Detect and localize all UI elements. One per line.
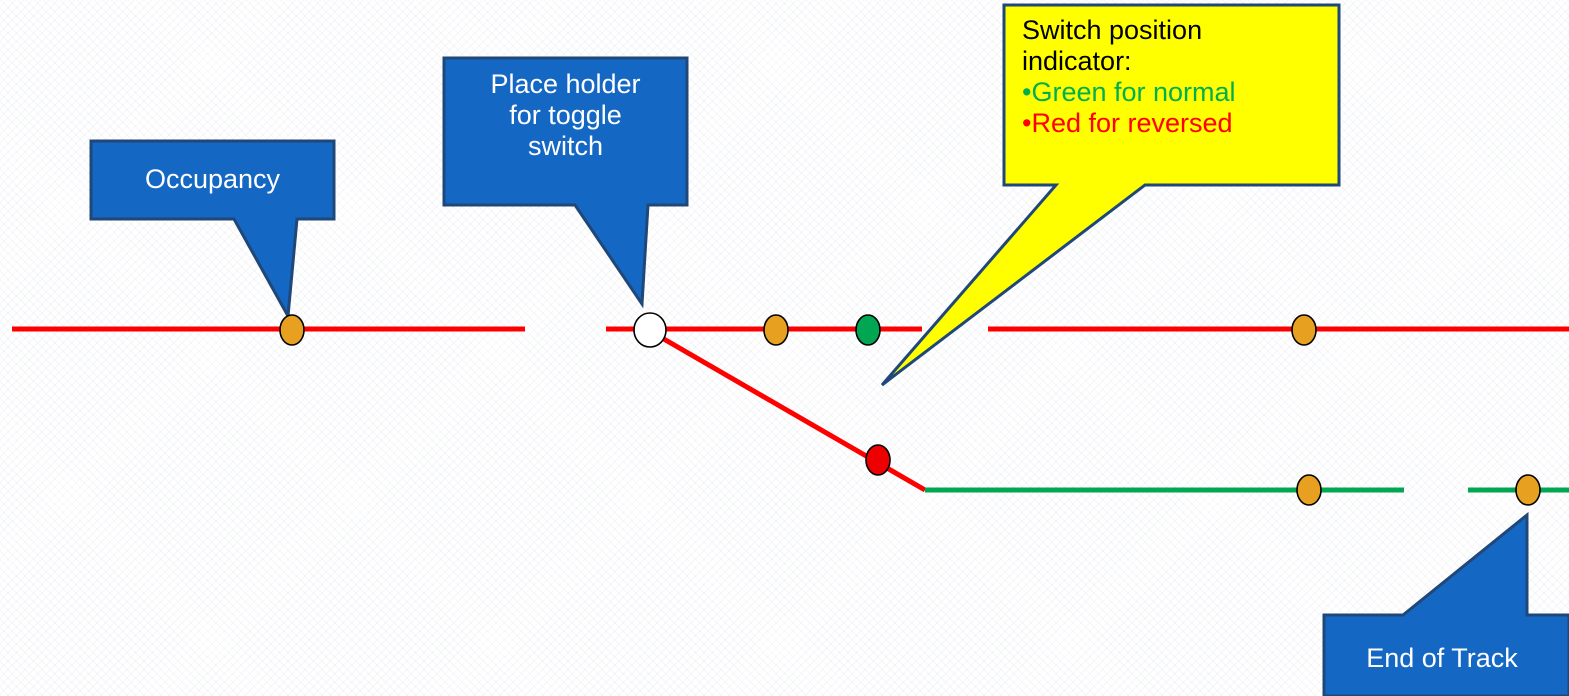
occupancy-indicator-icon xyxy=(279,314,305,346)
occupancy-indicator-icon xyxy=(763,314,789,346)
end-of-track-label: End of Track xyxy=(1366,643,1518,673)
reversed-legend-item: •Red for reversed xyxy=(1022,108,1338,139)
normal-legend-item: •Green for normal xyxy=(1022,77,1338,108)
switch-position-title-line-2: indicator: xyxy=(1022,46,1132,76)
switch-reversed-indicator-icon xyxy=(865,444,891,476)
occupancy-indicator-icon xyxy=(1296,474,1322,506)
toggle-switch-placeholder-icon[interactable] xyxy=(633,312,667,348)
track-segments xyxy=(12,326,1569,493)
toggle-switch-label-line-3: switch xyxy=(527,131,603,161)
switch-position-callout xyxy=(880,3,1341,387)
switch-position-callout-text: Switch position indicator: •Green for no… xyxy=(1022,15,1338,139)
end-of-track-callout-text: End of Track xyxy=(1324,643,1560,674)
toggle-switch-label-line-1: Place holder xyxy=(490,69,641,99)
toggle-switch-label-line-2: for toggle xyxy=(509,100,622,130)
reversed-legend-label: Red for reversed xyxy=(1031,108,1233,138)
switch-normal-indicator-icon xyxy=(855,314,881,346)
toggle-switch-callout xyxy=(442,56,689,309)
occupancy-indicator-icon xyxy=(1515,474,1541,506)
toggle-switch-callout-text: Place holder for toggle switch xyxy=(444,69,687,162)
bullet-icon: • xyxy=(1022,77,1032,107)
occupancy-callout xyxy=(89,139,336,321)
end-of-track-callout xyxy=(1322,511,1569,696)
occupancy-indicator-icon xyxy=(1291,314,1317,346)
bullet-icon: • xyxy=(1022,108,1032,138)
occupancy-label: Occupancy xyxy=(144,164,281,194)
normal-legend-label: Green for normal xyxy=(1031,77,1236,107)
track-indicators xyxy=(279,312,1541,506)
occupancy-callout-text: Occupancy xyxy=(91,164,334,195)
switch-position-title-line-1: Switch position xyxy=(1022,15,1203,45)
